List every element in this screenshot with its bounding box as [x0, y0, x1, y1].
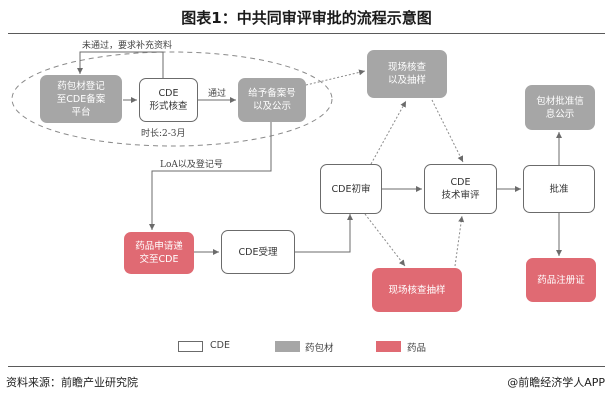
- legend-label-med: 药包材: [305, 343, 334, 354]
- figure-title: 图表1：中共同审评审批的流程示意图: [181, 9, 432, 27]
- brand-credit: @前瞻经济学人APP: [507, 376, 605, 389]
- med-approval-publish-box: 包材批准信 息公示: [525, 85, 595, 130]
- assign-number-box: 给予备案号 以及公示: [238, 78, 306, 122]
- legend-swatch-drug: [376, 341, 401, 352]
- arrow-sitecheck-top-to-tech: [431, 99, 464, 163]
- approve-box: 批准: [523, 165, 595, 213]
- title-divider: [8, 33, 605, 34]
- source-note: 资料来源：前瞻产业研究院: [6, 376, 138, 389]
- pass-note: 通过: [208, 89, 227, 99]
- legend-swatch-cde: [178, 341, 203, 352]
- arrow-accept-to-initial: [295, 214, 353, 253]
- cde-initial-review-box: CDE初审: [320, 164, 382, 214]
- registration-group-ellipse: [11, 51, 333, 147]
- cde-tech-review-box: CDE 技术审评: [424, 164, 497, 214]
- resubmit-arrow: [77, 51, 164, 79]
- legend-swatch-med: [275, 341, 300, 352]
- cde-accept-box: CDE受理: [221, 230, 295, 274]
- arrow-initial-to-sitecheck-bottom: [364, 213, 406, 267]
- drug-registration-cert-box: 药品注册证: [526, 258, 596, 302]
- arrow-initial-to-sitecheck-top: [370, 100, 407, 165]
- arrow-assign-to-sitecheck: [305, 69, 366, 86]
- reg-platform-box: 药包材登记 至CDE备案 平台: [40, 75, 122, 123]
- legend-label-cde: CDE: [210, 340, 230, 351]
- loa-note: LoA以及登记号: [160, 160, 223, 170]
- cde-formal-check-box: CDE 形式核查: [139, 78, 198, 122]
- drug-submit-box: 药品申请递 交至CDE: [124, 232, 194, 274]
- site-check-sampling-bottom-box: 现场核查抽样: [372, 268, 462, 312]
- legend-label-drug: 药品: [407, 343, 427, 354]
- arrow-sitecheck-bottom-to-tech: [454, 215, 465, 267]
- site-check-sampling-top-box: 现场核查 以及抽样: [367, 50, 447, 98]
- footer-divider: [8, 366, 605, 367]
- duration-note: 时长:2-3月: [141, 129, 186, 139]
- loa-arrow: [149, 121, 272, 230]
- resubmit-note: 未通过，要求补充资料: [82, 41, 173, 51]
